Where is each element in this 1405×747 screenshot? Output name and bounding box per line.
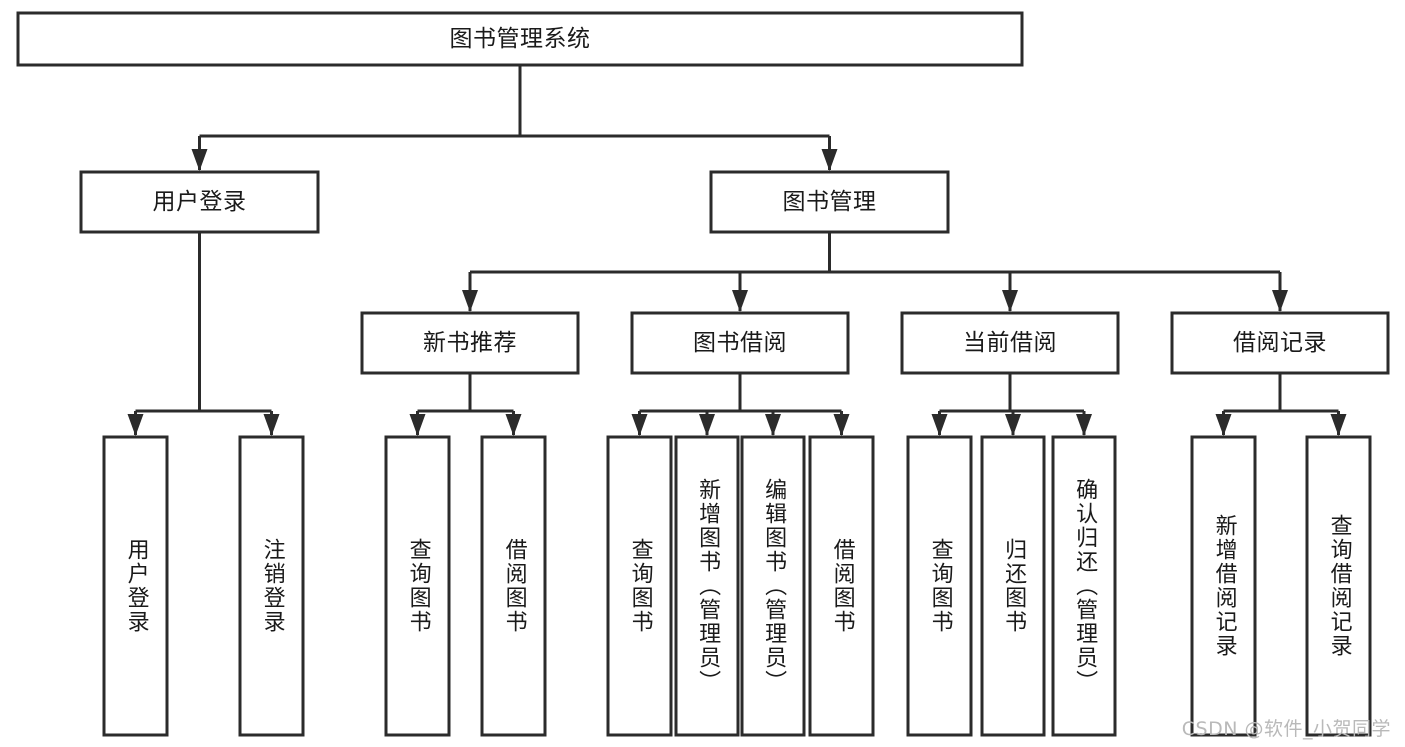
arrow-to-leaf-query-borrow-record xyxy=(1330,414,1347,436)
arrow-to-leaf-return-book xyxy=(1005,414,1021,436)
node-leaf-query-book-3[interactable] xyxy=(906,435,973,737)
node-leaf-logout[interactable] xyxy=(238,435,305,737)
node-leaf-query-book-1[interactable] xyxy=(384,435,451,737)
node-leaf-query-borrow-record[interactable] xyxy=(1305,435,1372,737)
arrow-to-leaf-confirm-return xyxy=(1076,414,1092,436)
node-user-login[interactable] xyxy=(79,170,320,234)
arrow-to-book-management xyxy=(821,149,838,171)
node-leaf-confirm-return[interactable] xyxy=(1051,435,1117,737)
arrow-to-leaf-add-book xyxy=(699,414,715,436)
arrow-to-user-login xyxy=(191,149,208,171)
arrow-to-leaf-logout xyxy=(263,414,280,436)
arrow-to-new-book-recommend xyxy=(462,290,478,312)
node-borrow-record[interactable] xyxy=(1170,311,1390,375)
arrow-to-current-borrow xyxy=(1002,290,1018,312)
node-new-book-recommend[interactable] xyxy=(360,311,580,375)
watermark: CSDN @软件_小贺同学 xyxy=(1181,718,1391,740)
node-book-management[interactable] xyxy=(709,170,950,234)
node-leaf-query-book-2[interactable] xyxy=(606,435,673,737)
node-current-borrow[interactable] xyxy=(900,311,1120,375)
node-leaf-return-book[interactable] xyxy=(980,435,1046,737)
node-box-layer xyxy=(16,11,1390,737)
node-book-borrow[interactable] xyxy=(630,311,850,375)
node-root[interactable] xyxy=(16,11,1024,67)
arrow-to-leaf-borrow-book-1 xyxy=(505,414,522,436)
arrow-to-book-borrow xyxy=(732,290,748,312)
arrow-to-leaf-query-book-2 xyxy=(631,414,648,436)
node-leaf-edit-book[interactable] xyxy=(740,435,806,737)
arrow-to-leaf-edit-book xyxy=(765,414,781,436)
arrow-to-leaf-user-login xyxy=(127,414,144,436)
connector-layer xyxy=(127,65,1347,436)
node-leaf-borrow-book-1[interactable] xyxy=(480,435,547,737)
arrow-to-leaf-query-book-3 xyxy=(931,414,948,436)
node-leaf-add-borrow-record[interactable] xyxy=(1190,435,1257,737)
arrow-to-borrow-record xyxy=(1272,290,1288,312)
arrow-to-leaf-query-book-1 xyxy=(409,414,426,436)
node-leaf-add-book[interactable] xyxy=(674,435,740,737)
arrow-to-leaf-add-borrow-record xyxy=(1215,414,1232,436)
node-leaf-borrow-book-2[interactable] xyxy=(808,435,875,737)
arrow-to-leaf-borrow-book-2 xyxy=(833,414,850,436)
node-leaf-user-login[interactable] xyxy=(102,435,169,737)
